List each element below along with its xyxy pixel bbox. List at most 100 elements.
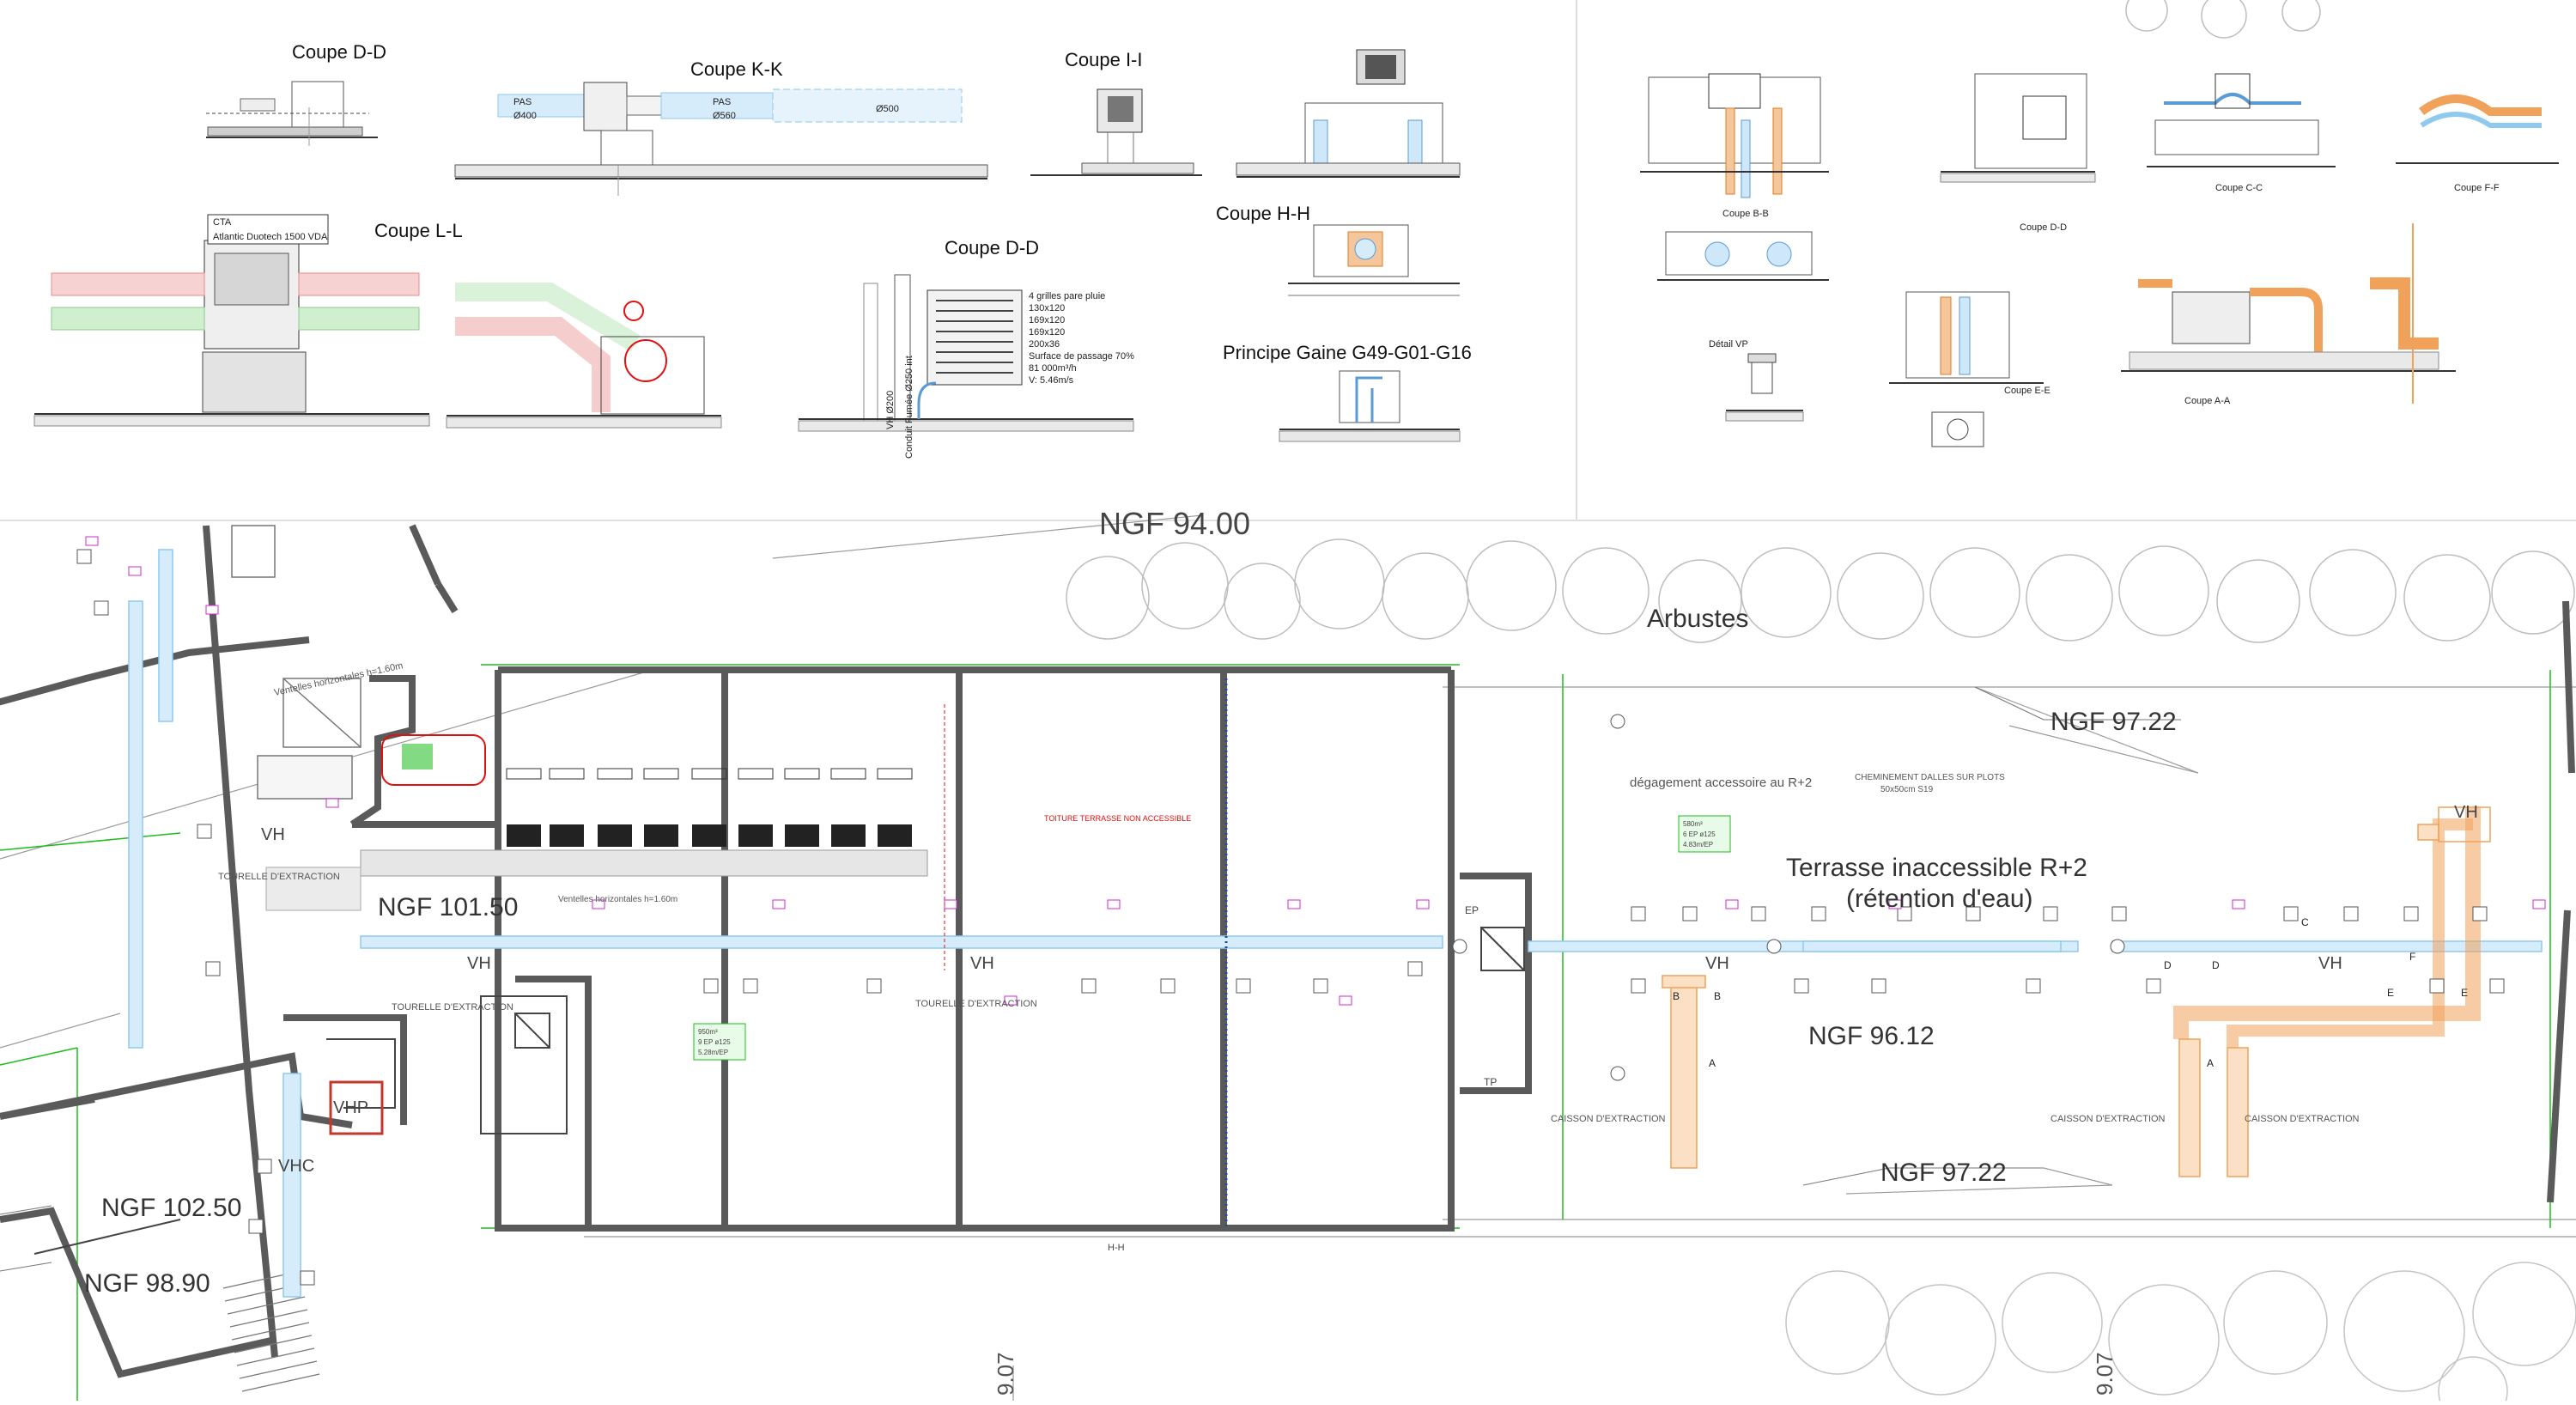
trees-top: [1066, 0, 2575, 643]
section-title-cc: Coupe C-C: [2215, 183, 2263, 193]
section-callouts: CTA Atlantic Duotech 1500 VDA PAS Ø400 P…: [207, 97, 1134, 459]
green-box-1-line-3: 4.83m/EP: [1683, 841, 1713, 848]
grilles-line-4: 169x120: [1029, 327, 1065, 338]
ngf-102-label: NGF 102.50: [101, 1194, 241, 1222]
grilles-line-1: 4 grilles pare pluie: [1029, 291, 1105, 301]
grilles-line-6: Surface de passage 70%: [1029, 351, 1134, 362]
red-callout-box: [381, 734, 486, 786]
green-box-2-line-3: 5.28m/EP: [698, 1049, 728, 1056]
tourelle-label-1: TOURELLE D'EXTRACTION: [218, 872, 340, 882]
section-mark-b-2: B: [1714, 990, 1721, 1002]
coupe-ll-duct-drawing: [446, 283, 722, 429]
tourelle-label-2: TOURELLE D'EXTRACTION: [392, 1002, 513, 1013]
vh-label-left: VH: [261, 825, 285, 844]
ngf-96-label: NGF 96.12: [1808, 1022, 1935, 1050]
ngf-97-bottom-label: NGF 97.22: [1880, 1159, 2007, 1187]
coupe-ee-drawing: [1889, 291, 2044, 447]
floor-plan: 580m³ 6 EP ø125 4.83m/EP 950m³ 9 EP ø125…: [0, 506, 2576, 1401]
arbustes-label: Arbustes: [1647, 605, 1748, 633]
coupe-dd-large-drawing: [798, 274, 1134, 432]
section-mark-a-2: A: [2207, 1057, 2214, 1069]
grilles-line-2: 130x120: [1029, 303, 1065, 313]
coupe-kk-drawing: [454, 82, 988, 196]
green-callout-2: 950m³ 9 EP ø125 5.28m/EP: [693, 1023, 746, 1061]
section-mark-d-2: D: [2212, 959, 2220, 971]
cheminement-label-2: 50x50cm S19: [1880, 785, 1934, 794]
grilles-line-3: 169x120: [1029, 315, 1065, 325]
blue-ducts: [128, 549, 2543, 1298]
green-callout-1: 580m³ 6 EP ø125 4.83m/EP: [1678, 815, 1731, 853]
tourelle-label-3: TOURELLE D'EXTRACTION: [915, 999, 1037, 1009]
caisson-label-1: CAISSON D'EXTRACTION: [1551, 1114, 1666, 1124]
vhc-label: VHC: [278, 1157, 314, 1176]
section-title-aa: Coupe A-A: [2184, 396, 2231, 406]
detail-vp-drawing: [1725, 353, 1804, 422]
ventelles-label-2: Ventelles horizontales h=1.60m: [558, 895, 677, 904]
vhp-label: VHP: [333, 1098, 368, 1117]
grilles-line-8: V: 5.46m/s: [1029, 375, 1074, 386]
terrasse-label-2: (rétention d'eau): [1846, 885, 2033, 913]
coupe-hh-top-drawing: [1236, 49, 1461, 178]
caisson-label-2: CAISSON D'EXTRACTION: [2050, 1114, 2166, 1124]
vh-label-east: VH: [2318, 954, 2342, 973]
section-title-kk: Coupe K-K: [690, 58, 783, 80]
grille-symbols: [76, 549, 2505, 1286]
section-title-hh: Coupe H-H: [1216, 203, 1310, 224]
section-marks: B B A A C D D F E E: [1673, 916, 2468, 1069]
grilles-line-7: 81 000m³/h: [1029, 363, 1077, 374]
section-mark-e-1: E: [2387, 987, 2394, 999]
pas-label-2: PAS: [713, 97, 731, 107]
d400-label: Ø400: [513, 111, 537, 121]
section-title-ll: Coupe L-L: [374, 220, 463, 241]
coupe-aa-drawing: [2121, 223, 2456, 404]
section-mark-f: F: [2409, 951, 2415, 963]
vh-d200-label: VH Ø200: [885, 391, 896, 429]
coupe-dd-small-drawing: [206, 81, 378, 146]
magenta-tags: [85, 536, 2546, 1006]
vh-label-center: VH: [970, 954, 994, 973]
green-box-2-line-2: 9 EP ø125: [698, 1038, 731, 1046]
section-mark-c: C: [2301, 916, 2309, 928]
ngf-97-top-label: NGF 97.22: [2050, 708, 2177, 736]
conduit-fumee-label: Conduit Fumée Ø250 int: [904, 356, 914, 459]
stairs: [222, 1270, 320, 1392]
green-box-1-line-1: 580m³: [1683, 820, 1703, 828]
section-title-vp: Détail VP: [1709, 339, 1748, 350]
room-top-left: [231, 525, 361, 800]
coupe-dd-right-drawing: [1940, 73, 2096, 183]
coupe-cc-drawing: [2147, 73, 2336, 167]
tp-label: TP: [1484, 1076, 1497, 1088]
section-title-ee: Coupe E-E: [2004, 386, 2050, 396]
section-title-ff: Coupe F-F: [2454, 183, 2500, 193]
section-views-area: [0, 0, 2576, 521]
section-title-dd-right: Coupe D-D: [2020, 222, 2067, 233]
pas-label-1: PAS: [513, 97, 532, 107]
cheminement-label-1: CHEMINEMENT DALLES SUR PLOTS: [1855, 773, 2005, 782]
section-mark-d-1: D: [2164, 959, 2172, 971]
ngf-101-label: NGF 101.50: [378, 893, 518, 921]
vh-label-mid: VH: [467, 954, 491, 973]
orange-ducts: [1662, 806, 2491, 1177]
cta-label: CTA: [213, 217, 232, 228]
ventelles-band: [360, 849, 928, 877]
coupe-bb-drawing: [1640, 73, 1829, 281]
dim-907-label: 9.07: [993, 1352, 1018, 1396]
section-titles: Coupe D-D Coupe K-K Coupe I-I Coupe L-L …: [292, 41, 2500, 406]
section-title-ii: Coupe I-I: [1065, 49, 1143, 70]
coupe-hh-drawing: [1288, 224, 1460, 296]
grilles-line-5: 200x36: [1029, 339, 1060, 350]
cta-model-label: Atlantic Duotech 1500 VDA: [213, 232, 328, 242]
dim-907-label-right: 9.07: [2092, 1352, 2117, 1396]
trees-bottom: [1785, 1262, 2576, 1405]
ventelles-band-left: [265, 867, 361, 911]
coupe-ff-drawing: [2396, 94, 2559, 164]
coupe-ll-drawing: [33, 240, 430, 427]
section-mark-a-1: A: [1709, 1057, 1716, 1069]
ngf-94-label: NGF 94.00: [1099, 506, 1250, 541]
ep-label: EP: [1465, 904, 1479, 916]
section-title-gaine: Principe Gaine G49-G01-G16: [1223, 342, 1472, 363]
terrasse-label-1: Terrasse inaccessible R+2: [1786, 854, 2087, 882]
d500-label: Ø500: [876, 104, 899, 114]
section-mark-b-1: B: [1673, 990, 1680, 1002]
